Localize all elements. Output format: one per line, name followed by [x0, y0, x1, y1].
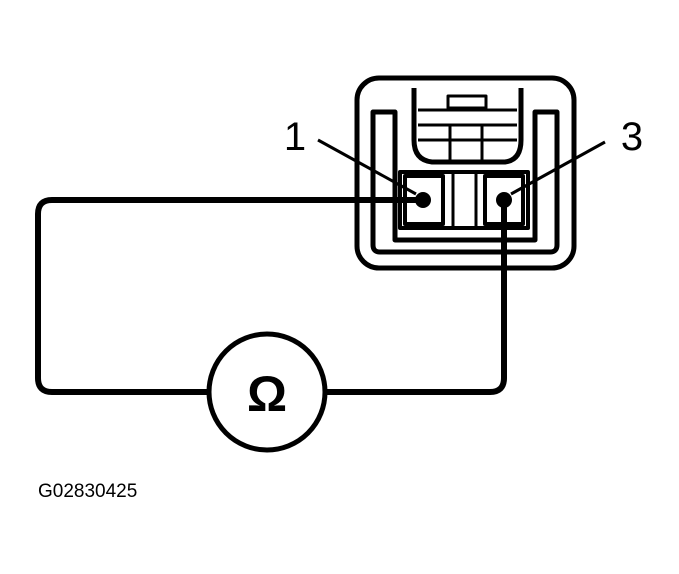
ohmmeter-symbol: Ω	[247, 366, 287, 422]
pin-3-label: 3	[621, 115, 643, 159]
ohmmeter-circle	[206, 331, 328, 453]
ohmmeter-icon: Ω	[206, 331, 328, 453]
pin-1-label: 1	[284, 115, 306, 159]
connector-outer-shell	[354, 75, 577, 271]
connector-inner-frame	[370, 109, 560, 255]
lock-tab-latch	[446, 94, 488, 110]
figure-code: G02830425	[38, 481, 137, 502]
test-lead-terminal-1	[35, 197, 423, 395]
pin-3-leader-line	[510, 140, 606, 196]
connector-lock-tab	[411, 88, 524, 165]
test-lead-terminal-3	[326, 200, 507, 395]
connector-icon	[354, 75, 577, 271]
pin-1-leader-line	[317, 138, 417, 196]
